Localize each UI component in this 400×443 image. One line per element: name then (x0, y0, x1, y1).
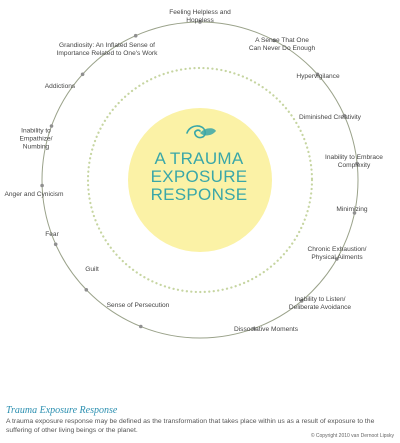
ring-item-label: Minimizing (336, 205, 368, 213)
trauma-exposure-diagram: A TRAUMA EXPOSURE RESPONSE Feeling Helpl… (4, 8, 383, 339)
ring-item-label: Addictions (44, 82, 76, 90)
footer-copyright: © Copyright 2010 van Dernoot Lipsky (310, 433, 394, 439)
inner-dotted-ring (86, 66, 314, 294)
ring-marker (80, 72, 85, 77)
ring-item-label: A Sense That One Can Never Do Enough (248, 36, 316, 52)
ring-marker (133, 33, 138, 38)
ring-item-label: Sense of Persecution (106, 301, 170, 309)
ring-item-label: Inability to Embrace Complexity (325, 153, 383, 169)
ring-marker (315, 72, 320, 77)
ring-item-label: Guilt (85, 265, 99, 273)
ring-marker (84, 288, 89, 292)
footer-definition: A trauma exposure response may be define… (6, 418, 375, 434)
ring-marker (352, 211, 357, 215)
ring-marker (342, 113, 347, 118)
ring-item-label: Dissociative Moments (233, 325, 299, 333)
ring-item-label: Inability to Empathize/ Numbing (19, 127, 53, 152)
center-title: A TRAUMA EXPOSURE RESPONSE (150, 149, 248, 204)
ring-item-label: Feeling Helpless and Hopeless (169, 8, 231, 24)
ring-marker (198, 20, 202, 24)
ring-marker (40, 183, 44, 188)
ring-marker (335, 257, 339, 261)
footer-title: Trauma Exposure Response (6, 405, 118, 416)
ring-item-label: Hypervigilance (296, 72, 340, 80)
ring-marker (272, 38, 277, 43)
ring-marker (299, 299, 304, 303)
ring-item-label: Chronic Exhaustion/ Physical Ailments (307, 245, 367, 261)
center-circle (128, 108, 272, 252)
ring-marker (49, 124, 54, 128)
leaf-icon (186, 125, 216, 139)
ring-marker (252, 326, 256, 331)
ring-item-label: Inability to Listen/ Deliberate Avoidanc… (288, 295, 352, 311)
ring-marker (53, 242, 58, 247)
ring-item-label: Grandiosity: An Inflated Sense of Import… (56, 41, 158, 57)
ring-markers (40, 20, 359, 331)
ring-marker (355, 161, 359, 166)
ring-item-label: Diminished Creativity (299, 113, 361, 121)
ring-marker (139, 324, 143, 329)
ring-item-label: Fear (45, 230, 59, 238)
diagram-graphic (40, 20, 359, 339)
ring-item-label: Anger and Cynicism (4, 190, 64, 198)
